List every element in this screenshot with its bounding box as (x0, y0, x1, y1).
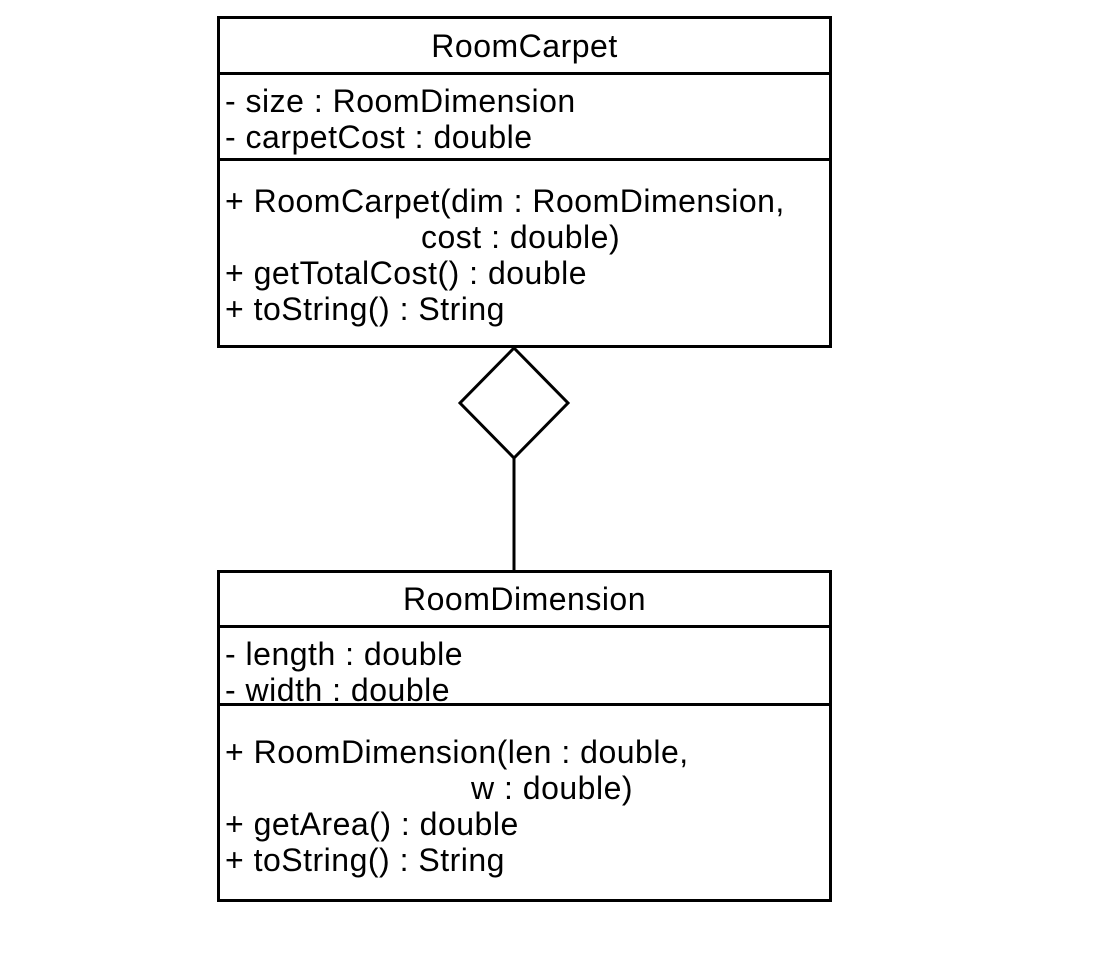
methods-compartment-roomcarpet: + RoomCarpet(dim : RoomDimension, cost :… (220, 161, 829, 345)
methods-compartment-roomdimension: + RoomDimension(len : double, w : double… (220, 706, 829, 899)
class-name-roomdimension: RoomDimension (220, 573, 829, 628)
class-box-roomcarpet: RoomCarpet - size : RoomDimension - carp… (217, 16, 832, 348)
attribute-length: - length : double (225, 636, 463, 672)
method-constructor-roomcarpet-line1: + RoomCarpet(dim : RoomDimension, (225, 183, 785, 219)
attribute-carpetcost: - carpetCost : double (225, 119, 533, 155)
aggregation-connector (457, 345, 571, 575)
method-tostring-roomcarpet: + toString() : String (225, 291, 505, 327)
method-getarea: + getArea() : double (225, 806, 519, 842)
attribute-size: - size : RoomDimension (225, 83, 576, 119)
class-name-roomcarpet: RoomCarpet (220, 19, 829, 75)
attributes-compartment-roomdimension: - length : double - width : double (220, 628, 829, 706)
method-constructor-roomcarpet-line2: cost : double) (421, 219, 621, 255)
method-tostring-roomdimension: + toString() : String (225, 842, 505, 878)
method-constructor-roomdimension-line2: w : double) (471, 770, 634, 806)
method-constructor-roomdimension-line1: + RoomDimension(len : double, (225, 734, 689, 770)
attributes-compartment-roomcarpet: - size : RoomDimension - carpetCost : do… (220, 75, 829, 161)
attribute-width: - width : double (225, 672, 451, 706)
class-box-roomdimension: RoomDimension - length : double - width … (217, 570, 832, 902)
aggregation-diamond-icon (457, 345, 571, 461)
method-gettotalcost: + getTotalCost() : double (225, 255, 588, 291)
